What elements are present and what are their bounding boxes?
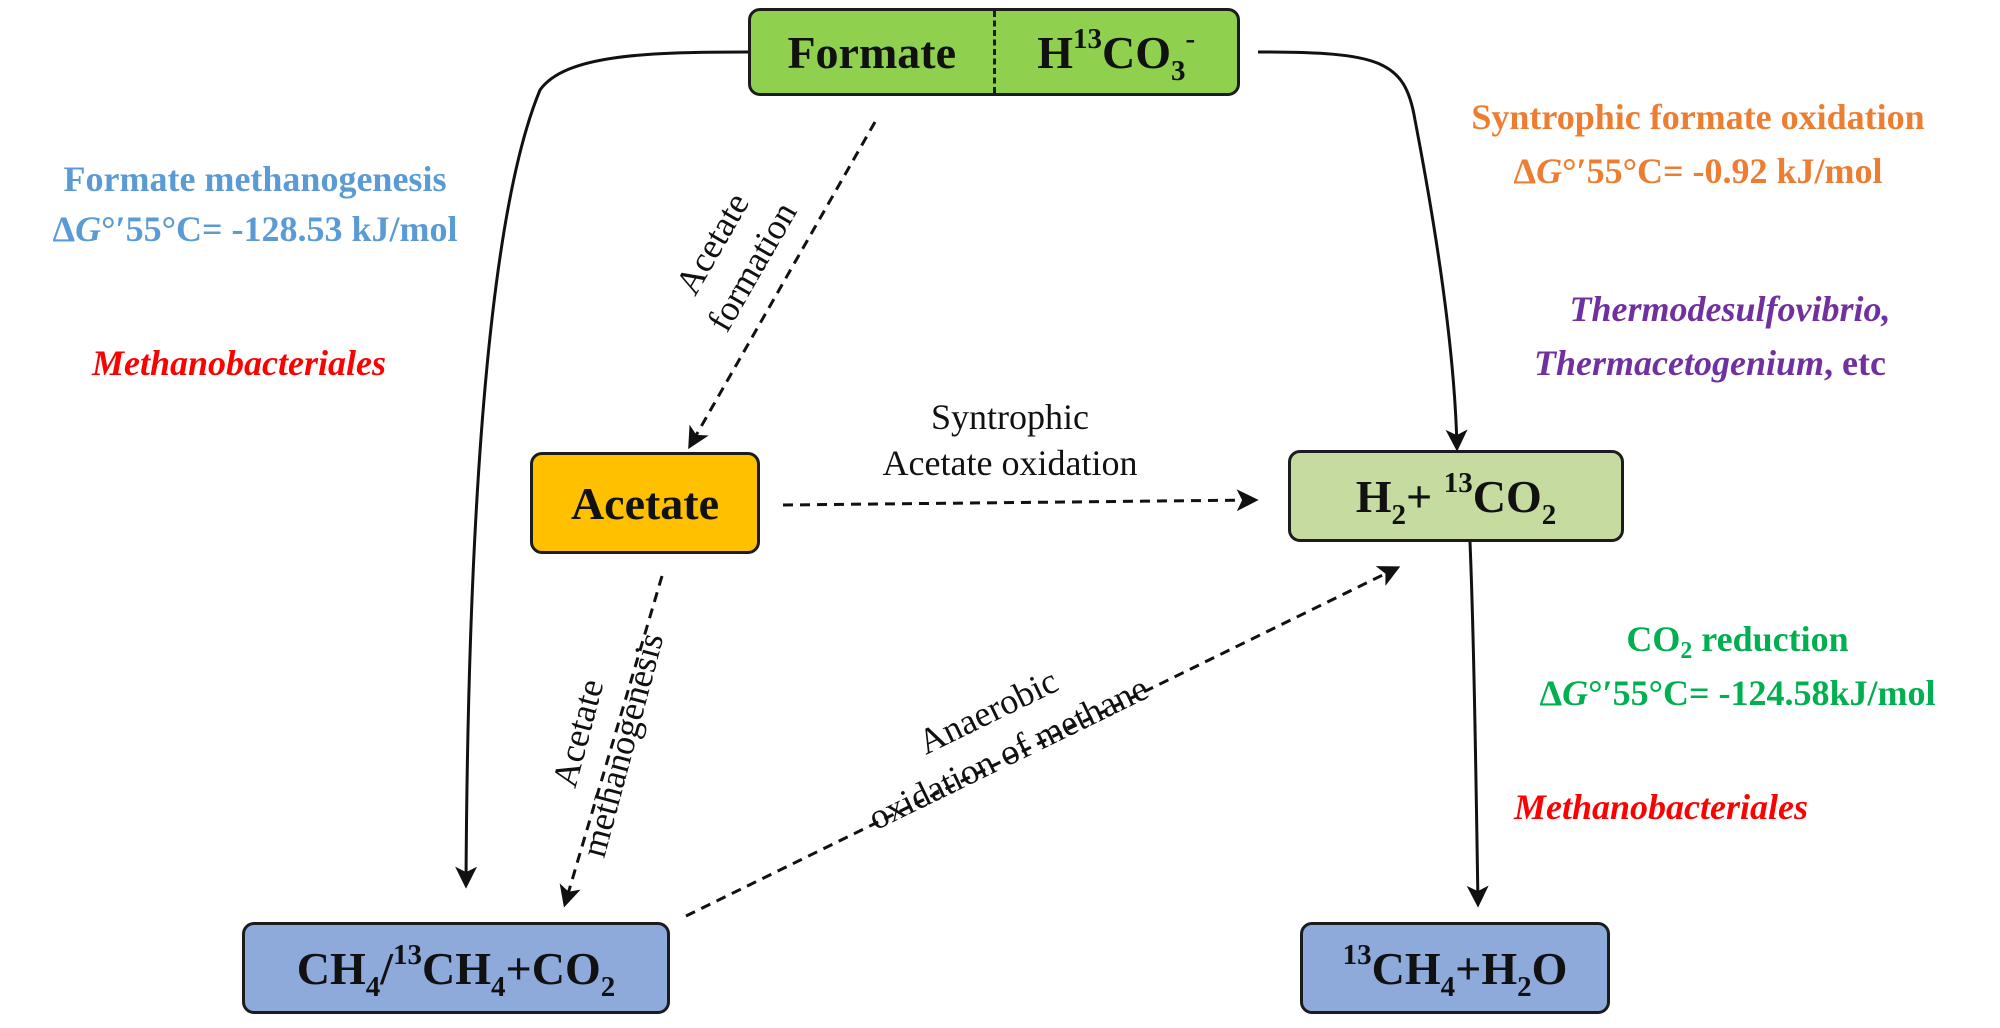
formate-half: Formate xyxy=(751,11,996,93)
arrow-formate-to-ch4 xyxy=(455,50,749,889)
arrow-acetate-to-h2co2 xyxy=(782,489,1259,512)
arrow-ch4-to-h2co2 xyxy=(685,566,1401,918)
formate-bicarbonate-node: Formate H13CO3- xyxy=(748,8,1240,96)
labeled-methane-water-node: 13CH4+H2O xyxy=(1300,922,1610,1014)
acetate-label: Acetate xyxy=(570,477,720,529)
co2-reduction-label: CO2 reduction ΔG°′55°C= -124.58kJ/mol xyxy=(1539,619,1936,713)
h2-co2-label: H2+ 13CO2 xyxy=(1355,466,1557,531)
syntrophic-formate-oxidation-label: Syntrophic formate oxidation ΔG°′55°C= -… xyxy=(1471,97,1925,191)
labeled-methane-water-label: 13CH4+H2O xyxy=(1342,938,1568,1003)
formate-label: Formate xyxy=(787,26,957,78)
h2-co2-node: H2+ 13CO2 xyxy=(1288,450,1624,542)
formate-methanogenesis-label: Formate methanogenesis ΔG°′55°C= -128.53… xyxy=(52,159,458,249)
arrow-bicarbonate-to-h2co2 xyxy=(1257,50,1468,452)
organisms-label: Thermodesulfovibrio, Thermacetogenium, e… xyxy=(1534,289,1891,383)
methane-mix-node: CH4/13CH4+CO2 xyxy=(242,922,670,1014)
bicarbonate-label: H13CO3- xyxy=(1037,22,1196,87)
methanobacteriales-left-label: Methanobacteriales xyxy=(92,343,386,383)
methane-mix-label: CH4/13CH4+CO2 xyxy=(296,938,616,1003)
acetate-node: Acetate xyxy=(530,452,760,554)
arrow-h2co2-to-13ch4 xyxy=(1466,541,1489,908)
arrow-formate-to-acetate xyxy=(688,121,877,450)
syntrophic-acetate-oxidation-label: Syntrophic Acetate oxidation xyxy=(882,397,1138,483)
methanobacteriales-right-label: Methanobacteriales xyxy=(1514,787,1808,827)
arrow-acetate-to-ch4 xyxy=(559,575,664,908)
bicarbonate-half: H13CO3- xyxy=(996,11,1238,93)
